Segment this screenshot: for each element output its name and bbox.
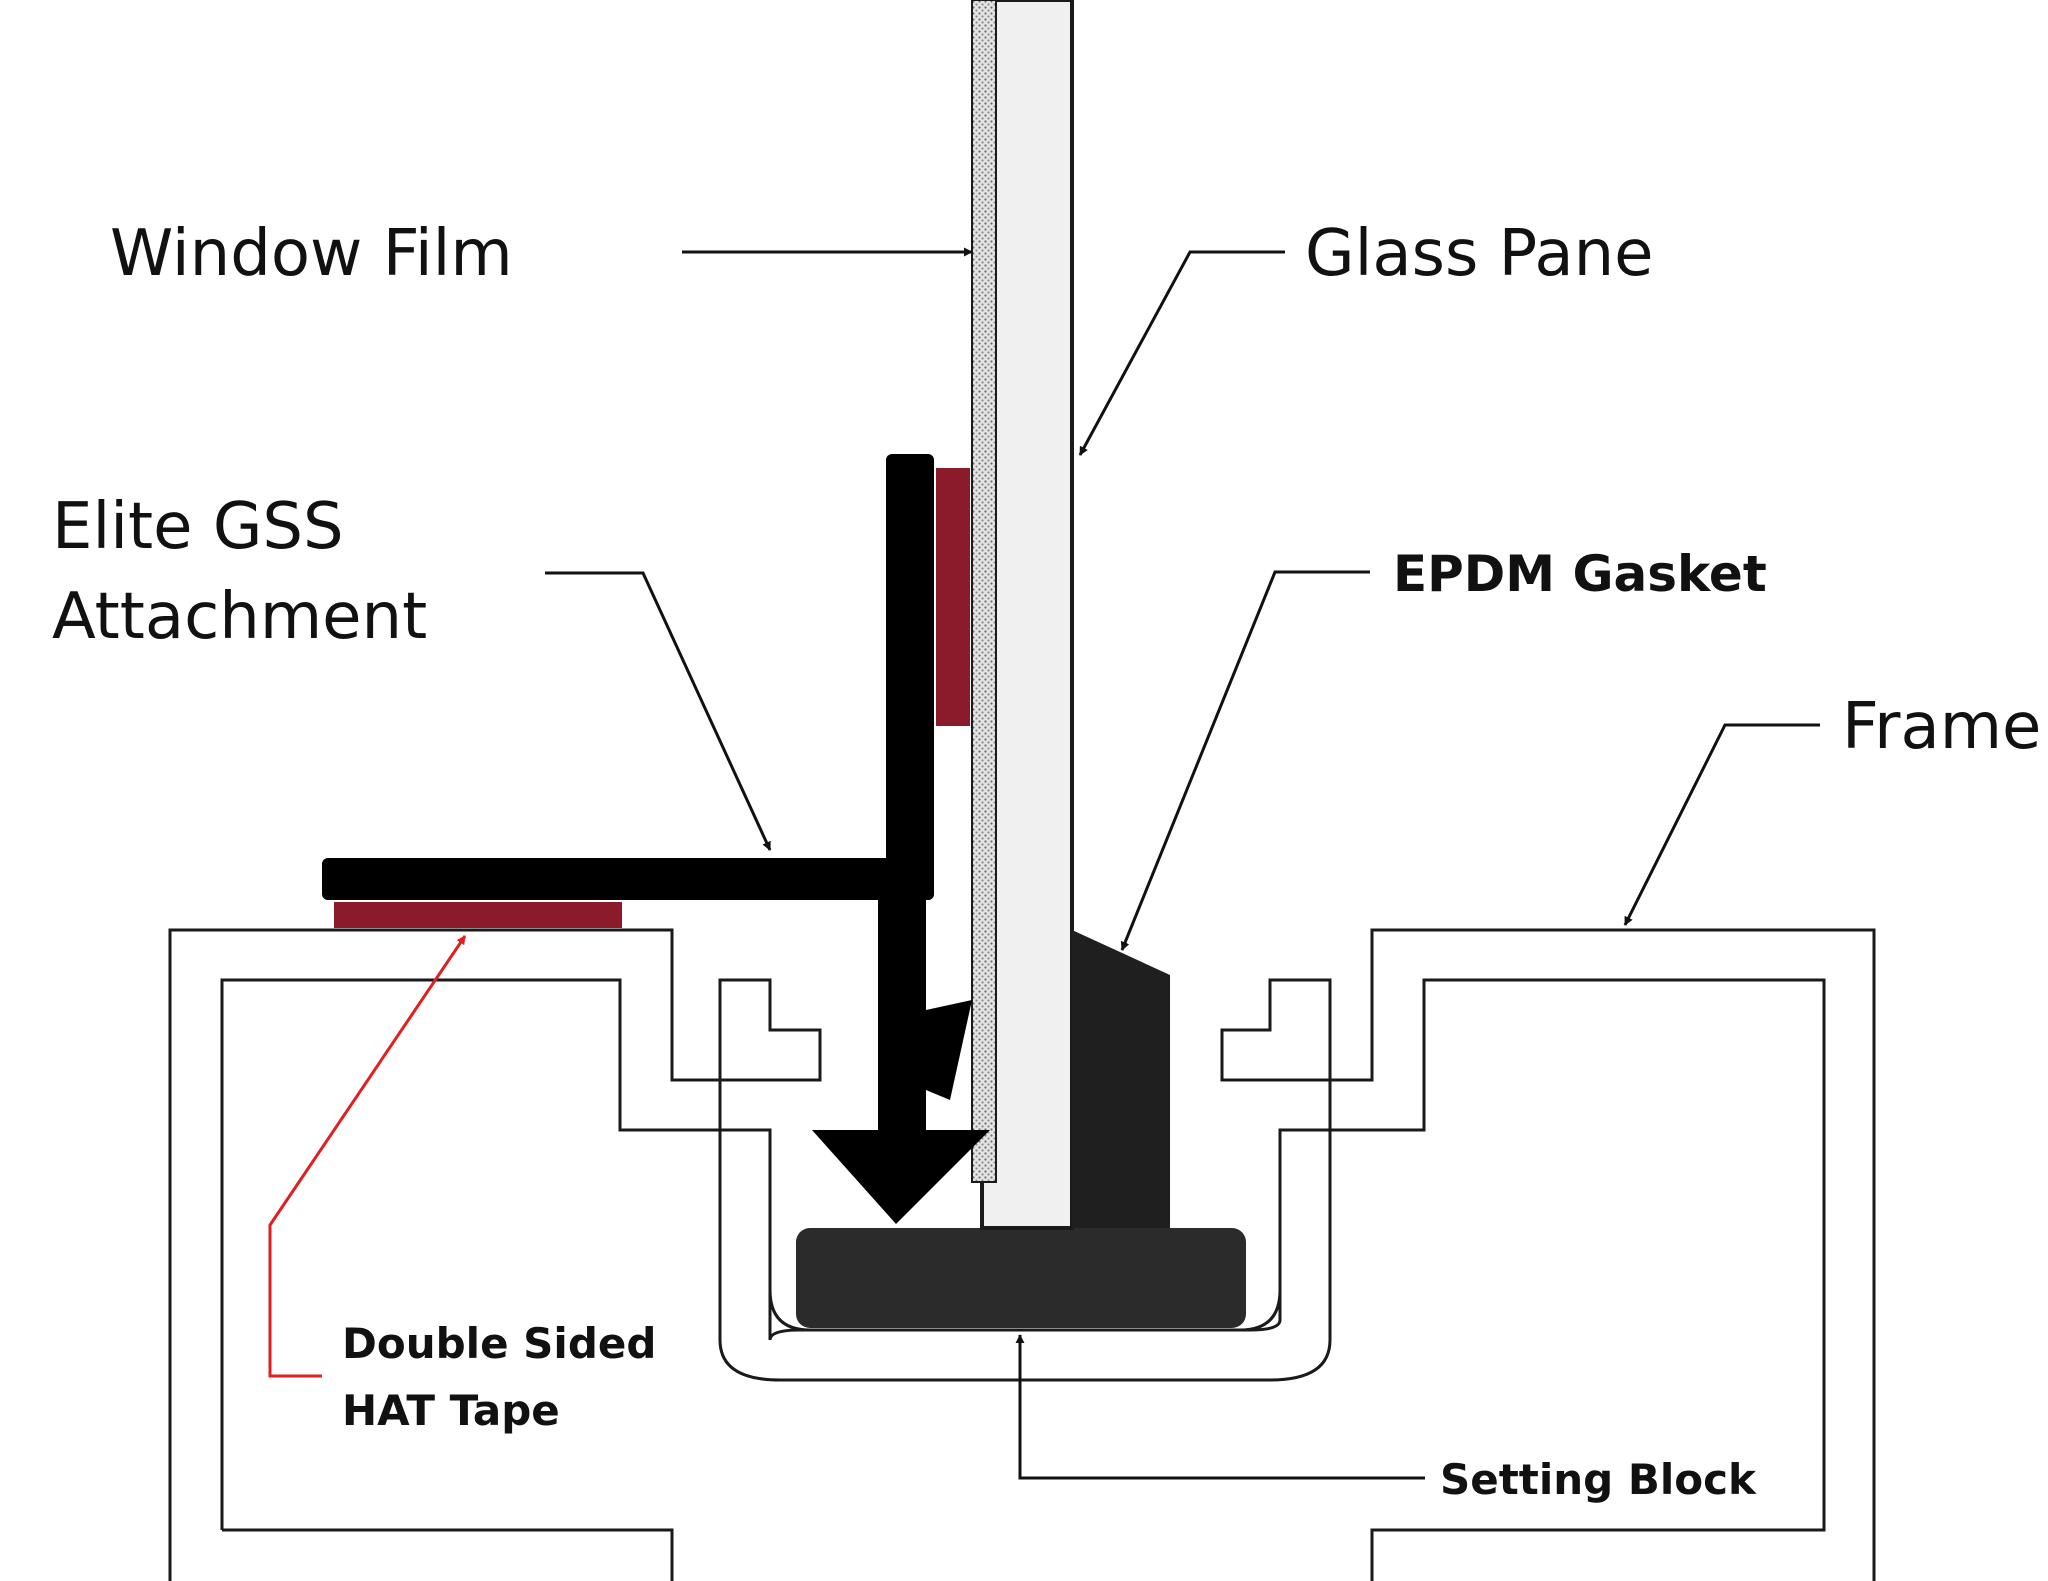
label-elite-gss-line1: Elite GSS bbox=[52, 490, 344, 564]
epdm-gasket bbox=[1072, 930, 1170, 1228]
window-film bbox=[971, 0, 997, 1183]
tape-on-glass bbox=[936, 468, 970, 726]
label-window-film: Window Film bbox=[110, 217, 513, 291]
setting-block bbox=[796, 1228, 1246, 1328]
label-setting-block: Setting Block bbox=[1440, 1455, 1757, 1504]
elite-gss-attachment bbox=[322, 454, 990, 1224]
label-tape-line1: Double Sided bbox=[342, 1319, 656, 1368]
tape-on-frame bbox=[334, 902, 622, 928]
label-frame: Frame bbox=[1842, 690, 2041, 764]
label-tape-line2: HAT Tape bbox=[342, 1386, 560, 1435]
label-elite-gss-line2: Attachment bbox=[52, 580, 427, 654]
label-epdm-gasket: EPDM Gasket bbox=[1393, 545, 1767, 603]
leader-lines bbox=[545, 247, 1820, 1480]
tape-leader-line bbox=[268, 935, 467, 1378]
label-glass-pane: Glass Pane bbox=[1305, 217, 1654, 291]
frame-profile bbox=[168, 928, 1876, 1581]
